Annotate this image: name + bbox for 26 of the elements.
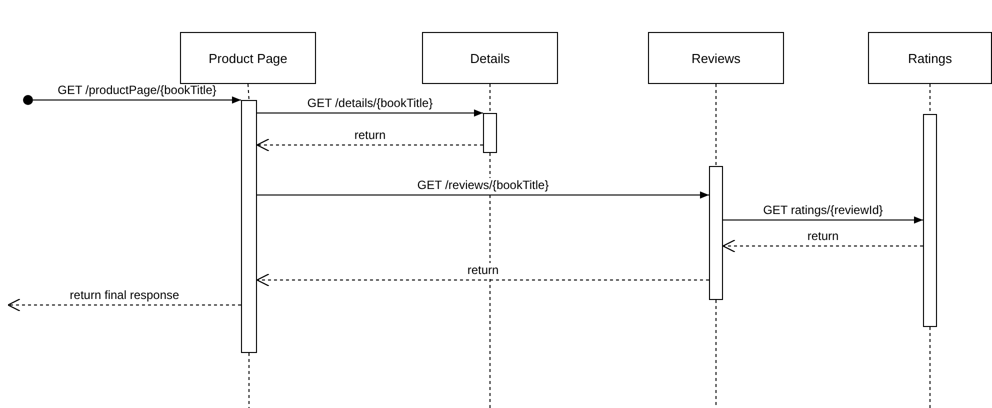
activation-bar <box>241 100 257 353</box>
message-arrow <box>32 96 242 104</box>
return-arrow <box>722 239 924 253</box>
edge-label: GET /reviews/{bookTitle} <box>415 178 551 192</box>
message-arrow <box>256 191 710 199</box>
edge-label: GET /details/{bookTitle} <box>305 96 435 110</box>
edge-label: return <box>352 128 388 142</box>
return-arrow <box>256 273 710 287</box>
lifeline-header: Ratings <box>868 32 992 84</box>
edge-label: return <box>805 229 841 243</box>
lifeline <box>248 84 250 100</box>
activation-bar <box>483 113 497 153</box>
start-dot <box>23 95 33 105</box>
return-arrow <box>256 138 484 152</box>
edge-label: return final response <box>68 288 182 302</box>
edge-label: return <box>465 263 501 277</box>
lifeline-header: Product Page <box>180 32 316 84</box>
return-arrow <box>7 298 242 312</box>
message-arrow <box>722 216 924 224</box>
lifeline-header: Details <box>422 32 558 84</box>
activation-bar <box>923 114 937 327</box>
activation-bar <box>709 166 723 300</box>
lifeline-header: Reviews <box>648 32 784 84</box>
edge-label: GET /productPage/{bookTitle} <box>56 83 218 97</box>
message-arrow <box>256 109 484 117</box>
edge-label: GET ratings/{reviewId} <box>761 203 885 217</box>
